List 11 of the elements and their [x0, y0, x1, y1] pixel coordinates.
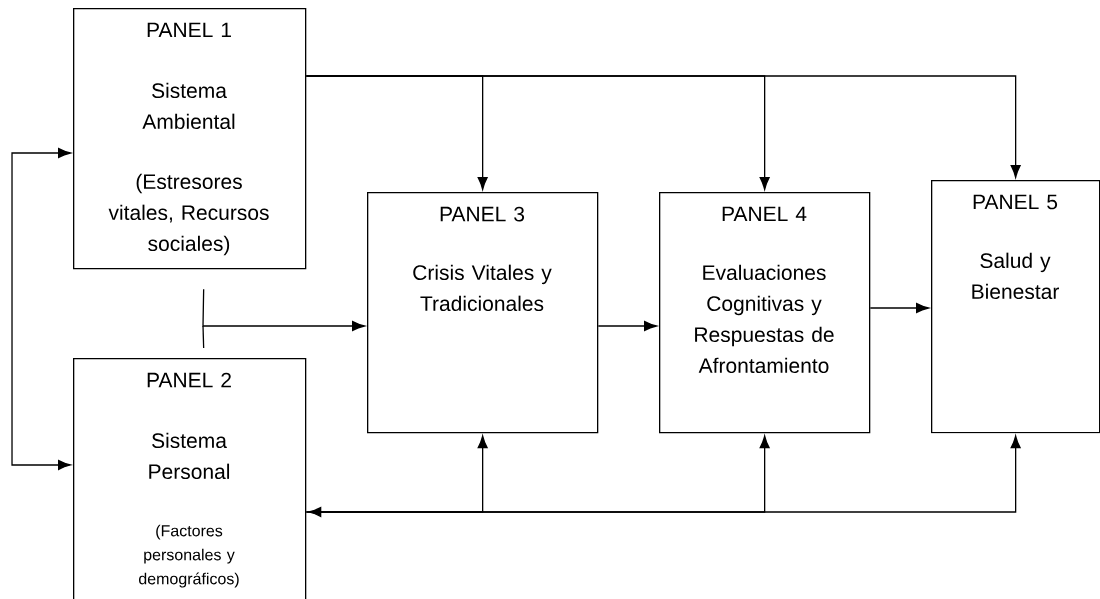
- arrow: [202, 288, 365, 332]
- arrow: [597, 320, 657, 332]
- arrow: [305, 435, 488, 513]
- panel-box: PANEL 3 Crisis Vitales y Tradicionales: [367, 192, 599, 434]
- panel-box: PANEL 5 Salud y Bienestar: [931, 180, 1100, 434]
- panel-box: PANEL 1 Sistema Ambiental (Estresores vitales, Recursos sociales): [73, 8, 307, 270]
- panel-box: PANEL 2 Sistema Personal (Factores personales y demográficos): [73, 358, 307, 599]
- panel-box: PANEL 4 Evaluaciones Cognitivas y Respuestas de Afrontamiento: [659, 192, 871, 434]
- arrow: [11, 147, 71, 471]
- arrow: [305, 75, 1021, 178]
- arrow: [869, 302, 929, 313]
